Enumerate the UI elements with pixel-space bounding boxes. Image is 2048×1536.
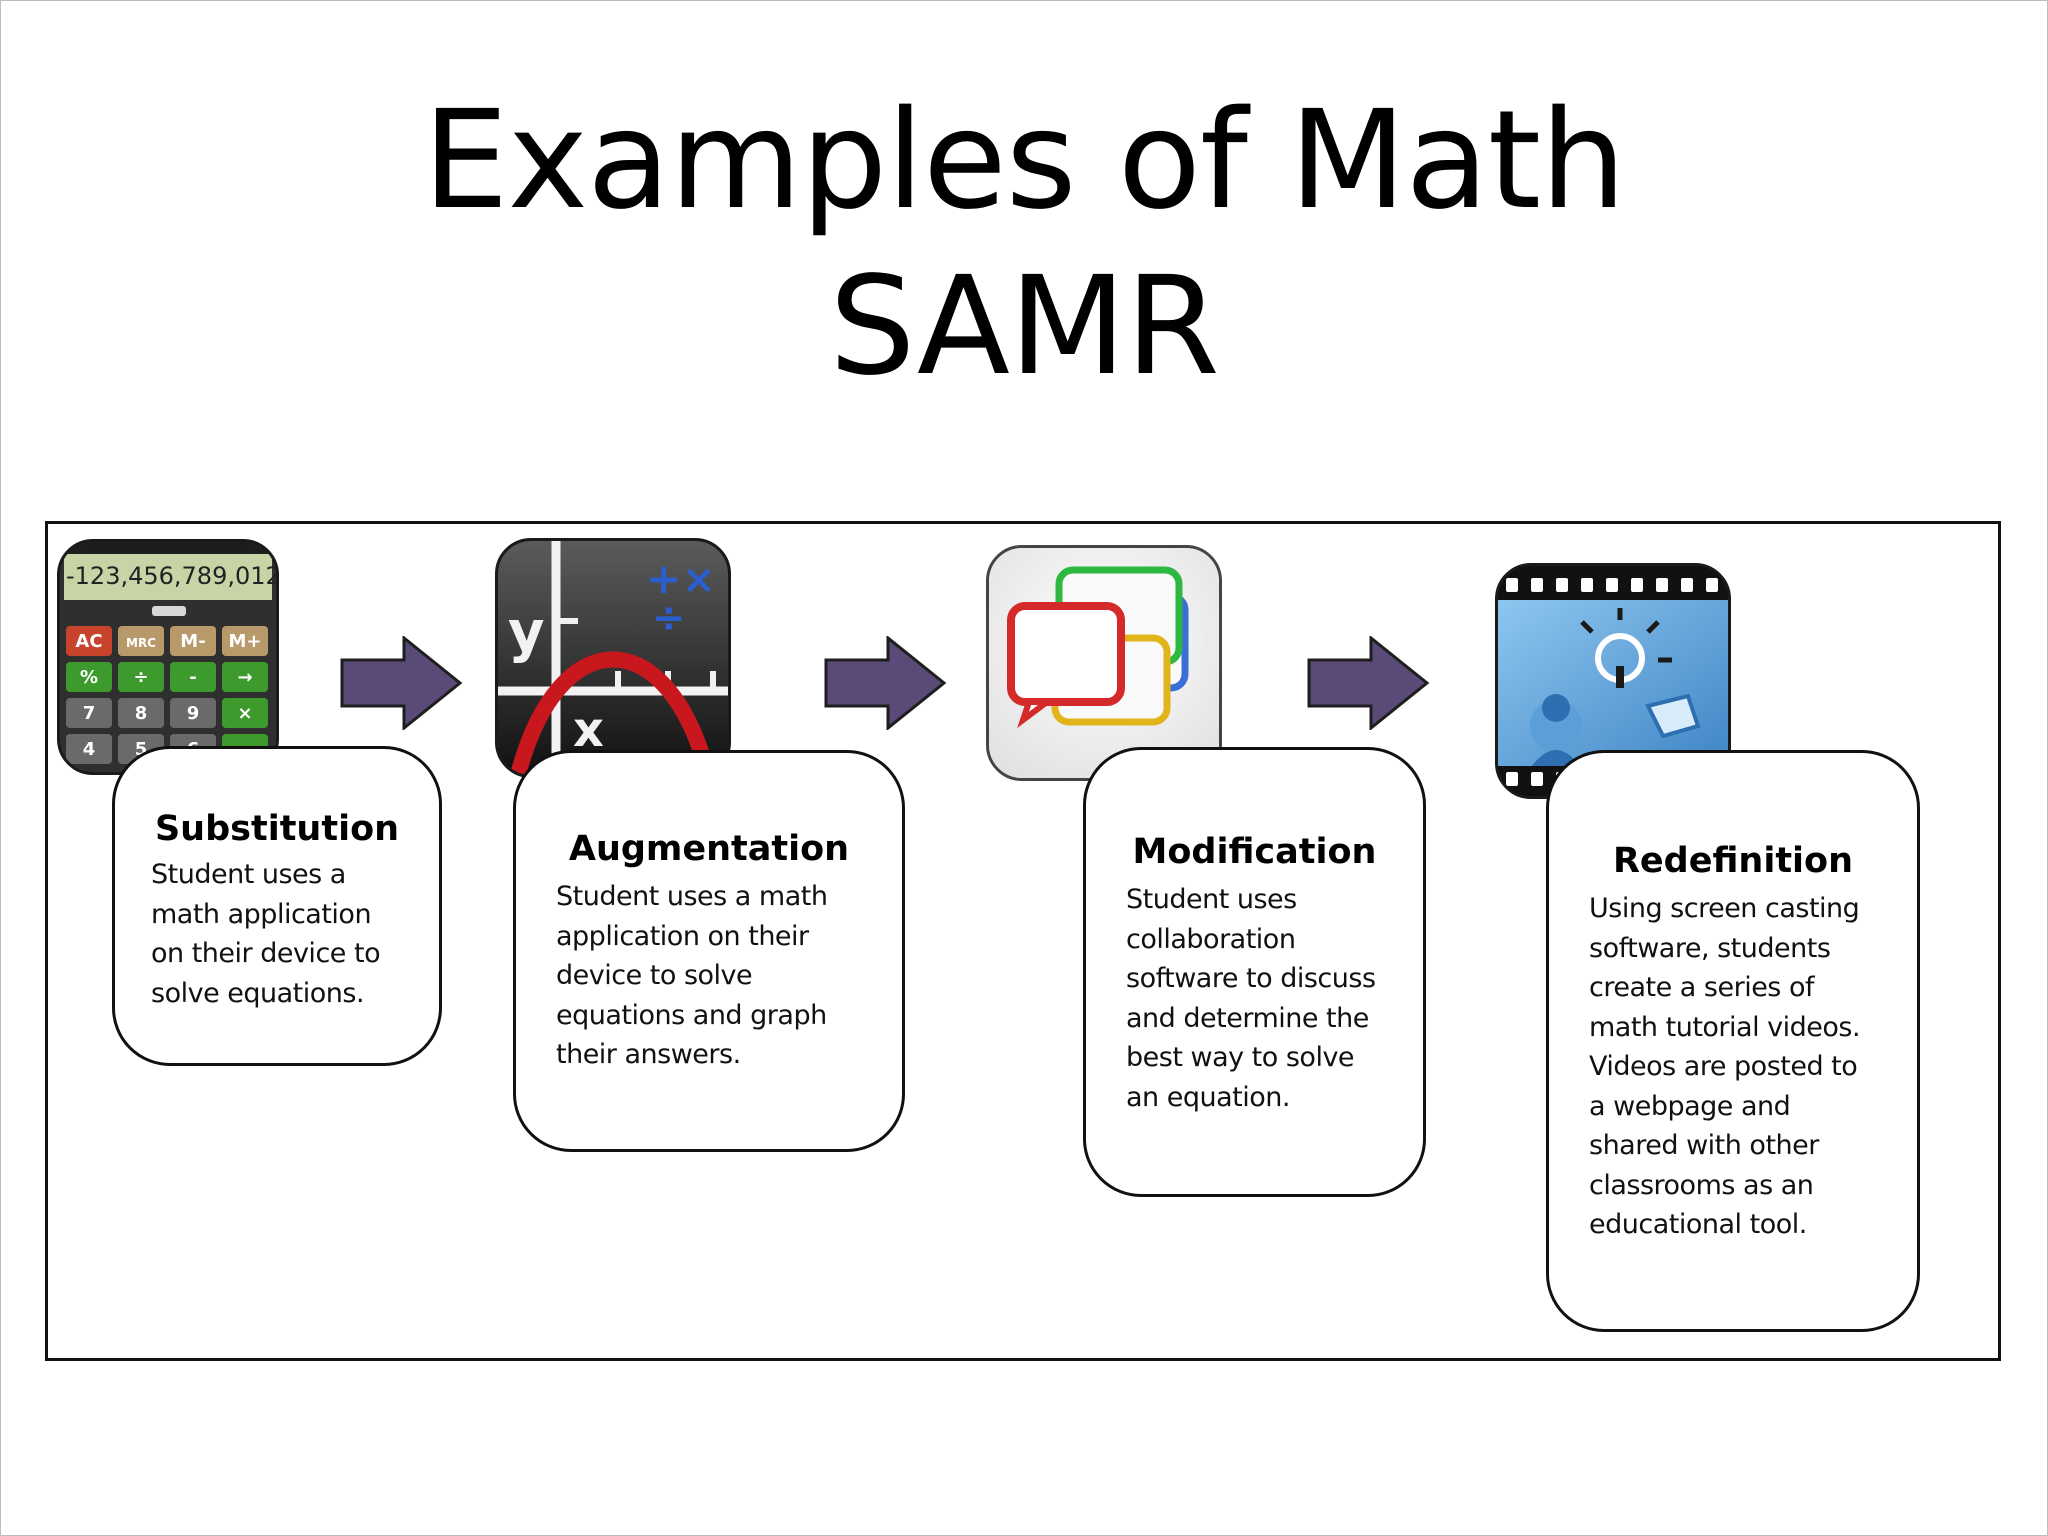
- film-hole: [1506, 578, 1518, 592]
- calculator-key: [66, 626, 112, 656]
- slide-title: Examples of Math SAMR: [0, 78, 2048, 410]
- chat-bubbles-app-icon: [986, 545, 1222, 781]
- calculator-key: [222, 626, 268, 656]
- svg-text:×: ×: [682, 557, 716, 603]
- x-axis-label: x: [573, 702, 604, 758]
- augmentation-description: Student uses a math application on their…: [556, 881, 828, 1070]
- svg-text:+: +: [646, 554, 681, 603]
- screencast-video-app-icon: [1495, 563, 1731, 799]
- substitution-card: Substitution Student uses a math applica…: [112, 746, 442, 1066]
- augmentation-title: Augmentation: [568, 829, 850, 869]
- modification-title: Modification: [1132, 832, 1377, 872]
- right-arrow-icon: [824, 636, 947, 730]
- calculator-key-label: →: [237, 667, 252, 688]
- film-hole: [1706, 578, 1718, 592]
- augmentation-card: Augmentation Student uses a math applica…: [513, 750, 905, 1152]
- substitution-title: Substitution: [154, 809, 400, 849]
- right-arrow-icon: [1307, 636, 1430, 730]
- calculator-key: [66, 734, 112, 764]
- calculator-key: [66, 698, 112, 728]
- calculator-key-label: ×: [237, 703, 252, 724]
- calculator-key: [66, 662, 112, 692]
- film-hole: [1581, 578, 1593, 592]
- right-arrow-icon: [340, 636, 463, 730]
- calculator-key-label: 4: [83, 739, 96, 760]
- modification-card: Modification Student uses collaboration …: [1083, 747, 1426, 1197]
- calculator-key-label: 7: [83, 703, 96, 724]
- modification-description: Student uses collaboration software to d…: [1126, 884, 1376, 1113]
- film-hole: [1531, 578, 1543, 592]
- title-line-2: SAMR: [829, 248, 1220, 406]
- calculator-key: [170, 662, 216, 692]
- calculator-key: [170, 698, 216, 728]
- calculator-key-label: MRC: [126, 636, 156, 650]
- calculator-key-label: 9: [187, 703, 200, 724]
- calculator-key-label: ÷: [133, 667, 148, 688]
- calculator-key-label: M-: [180, 631, 205, 652]
- y-axis-label: y: [508, 600, 545, 665]
- calculator-display: -123,456,789,012: [66, 562, 276, 590]
- calculator-key: [118, 662, 164, 692]
- film-hole: [1506, 772, 1518, 786]
- calculator-key-label: M+: [229, 631, 262, 652]
- calculator-key-label: %: [80, 667, 98, 688]
- film-hole: [1631, 578, 1643, 592]
- redefinition-title: Redefinition: [1612, 841, 1854, 881]
- film-hole: [1656, 578, 1668, 592]
- film-hole: [1556, 578, 1568, 592]
- title-line-1: Examples of Math: [422, 82, 1627, 240]
- calculator-key: [170, 626, 216, 656]
- calculator-key: [118, 626, 164, 656]
- film-hole: [1606, 578, 1618, 592]
- film-hole: [1681, 578, 1693, 592]
- film-hole: [1531, 772, 1543, 786]
- graphing-calculator-app-icon: y x + × ÷: [495, 538, 731, 778]
- substitution-description: Student uses a math application on their…: [151, 859, 381, 1009]
- redefinition-description: Using screen casting software, students …: [1589, 893, 1861, 1240]
- calculator-key-label: -: [189, 667, 196, 688]
- redefinition-card: Redefinition Using screen casting softwa…: [1546, 750, 1920, 1332]
- calculator-key-label: 8: [135, 703, 148, 724]
- svg-text:÷: ÷: [652, 595, 686, 641]
- calculator-key: [118, 698, 164, 728]
- calculator-key: [222, 662, 268, 692]
- calculator-key: [222, 698, 268, 728]
- calculator-key-label: AC: [75, 631, 102, 652]
